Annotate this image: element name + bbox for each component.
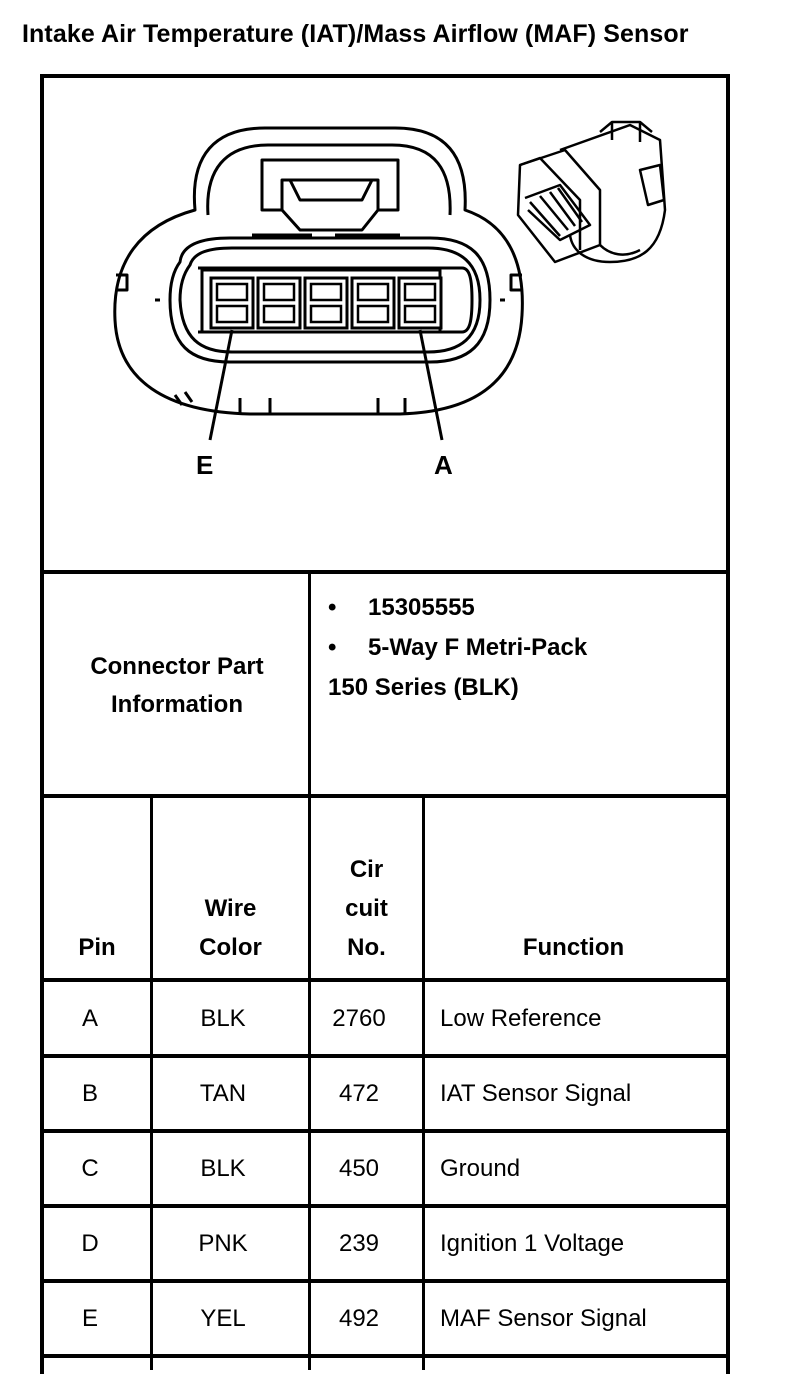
divider-info-column — [308, 572, 311, 796]
connector-info-label: Connector Part Information — [44, 648, 310, 724]
cell-circuit: 450 — [338, 1155, 380, 1182]
divider-row-e — [40, 1354, 730, 1358]
pin-label-e: E — [196, 450, 214, 480]
cell-wire-color: BLK — [200, 1155, 246, 1182]
divider-col-circuit — [422, 796, 425, 1370]
header-pin: Pin — [78, 934, 116, 961]
divider-row-d — [40, 1279, 730, 1283]
connector-info-values: • 15305555 • 5-Way F Metri-Pack 150 Series… — [328, 588, 587, 708]
divider-row-a — [40, 1054, 730, 1058]
cell-function: Ignition 1 Voltage — [440, 1230, 625, 1257]
connector-diagram — [113, 120, 667, 441]
cell-circuit: 472 — [338, 1080, 380, 1107]
divider-row-c — [40, 1204, 730, 1208]
cell-pin: E — [81, 1305, 98, 1332]
divider-col-pin — [150, 796, 153, 1370]
cell-circuit: 2760 — [332, 1005, 386, 1032]
header-wire-line2: Color — [199, 934, 262, 961]
cell-circuit: 239 — [338, 1230, 380, 1257]
cell-pin: A — [81, 1005, 98, 1032]
cell-function: MAF Sensor Signal — [440, 1305, 647, 1332]
pin-label-a: A — [434, 450, 453, 480]
cell-wire-color: BLK — [200, 1005, 246, 1032]
cell-pin: C — [81, 1155, 99, 1182]
header-circuit-line3: No. — [347, 934, 386, 961]
header-circuit-line2: cuit — [345, 895, 388, 922]
connector-description: 5-Way F Metri-Pack — [368, 634, 588, 661]
divider-row-b — [40, 1129, 730, 1133]
cell-pin: D — [81, 1230, 99, 1257]
cell-wire-color: YEL — [200, 1305, 246, 1332]
cell-wire-color: PNK — [198, 1230, 248, 1257]
divider-header — [40, 978, 730, 982]
cell-wire-color: TAN — [199, 1080, 247, 1107]
part-number: 15305555 — [368, 594, 475, 621]
header-circuit-line1: Cir — [349, 856, 384, 883]
cell-function: Low Reference — [440, 1005, 602, 1032]
connector-info-label-line2: Information — [111, 691, 243, 718]
bullet: • — [328, 634, 337, 661]
page-title: Intake Air Temperature (IAT)/Mass Airflo… — [22, 20, 689, 48]
cell-function: Ground — [440, 1155, 521, 1182]
divider-info — [40, 794, 730, 798]
cell-function: IAT Sensor Signal — [440, 1080, 632, 1107]
connector-series: 150 Series (BLK) — [328, 674, 519, 701]
connector-info-label-line1: Connector Part — [90, 653, 264, 680]
header-function: Function — [522, 934, 625, 961]
connector-frame — [40, 74, 730, 1374]
header-circuit: Cir cuit No. — [311, 850, 422, 967]
bullet: • — [328, 594, 337, 621]
cell-circuit: 492 — [338, 1305, 380, 1332]
divider-col-color — [308, 796, 311, 1370]
header-wire-line1: Wire — [204, 895, 257, 922]
cell-pin: B — [81, 1080, 98, 1107]
divider-diagram — [40, 570, 730, 574]
header-wire-color: Wire Color — [153, 889, 308, 967]
